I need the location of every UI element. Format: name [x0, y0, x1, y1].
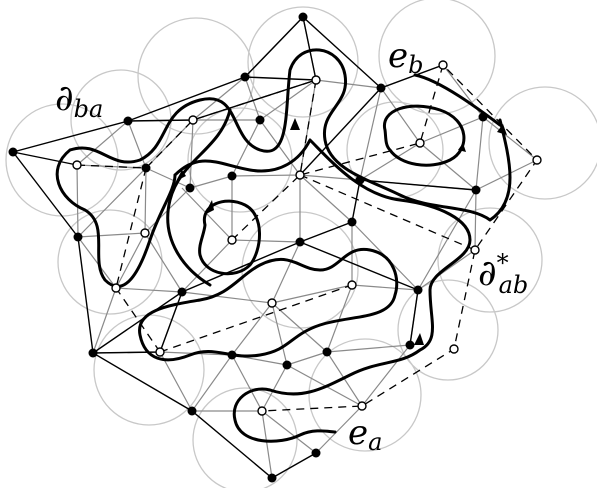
label-e-a-symbol: e: [348, 413, 368, 453]
inner-loop-center: [198, 199, 261, 276]
label-partial-ba: ∂ba: [55, 78, 103, 123]
inner-loop-lower: [138, 247, 399, 362]
boundary-loop-ba: [55, 48, 512, 288]
label-partial-ab-star: ∂*ab: [478, 249, 528, 299]
label-e-b: eb: [388, 36, 424, 79]
label-partial-ab-star-sub: ab: [499, 271, 529, 299]
thick-curves: [55, 48, 512, 443]
curve-top-loop: [166, 108, 232, 287]
label-partial-ba-sub: ba: [74, 95, 104, 123]
inner-loop-top-right: [383, 104, 466, 167]
label-e-b-sub: b: [408, 51, 423, 79]
hollow-nodes: [72, 60, 542, 416]
boundary-loop-main: [173, 138, 472, 443]
black-edges: [12, 16, 477, 479]
label-e-a-sub: a: [368, 428, 382, 456]
filled-nodes: [8, 12, 488, 483]
arrowheads: [176, 118, 507, 345]
label-partial-ba-symbol: ∂: [55, 78, 74, 119]
label-e-a: ea: [348, 413, 382, 456]
label-partial-ab-star-sup: *: [497, 249, 509, 277]
label-partial-ab-star-symbol: ∂: [478, 253, 497, 294]
label-e-b-symbol: e: [388, 36, 408, 76]
curve-arc-right: [413, 73, 502, 127]
